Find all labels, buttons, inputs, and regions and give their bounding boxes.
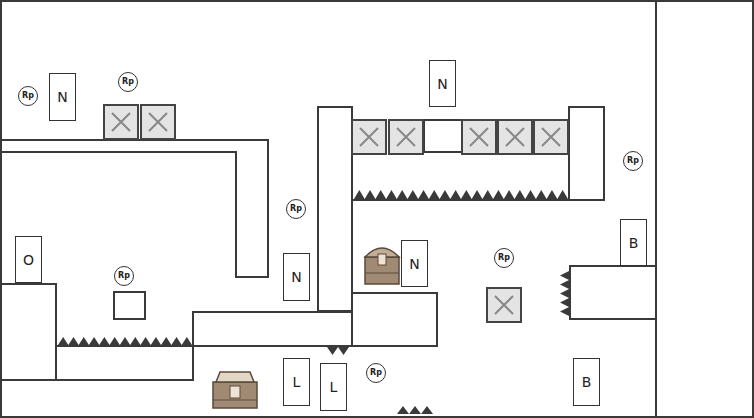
wall (1, 284, 56, 380)
crate-body (104, 105, 138, 139)
spikes (397, 406, 433, 414)
coin-label: Rp (118, 272, 130, 280)
treasure-chest (213, 372, 257, 408)
crate-body (487, 288, 521, 322)
crate (498, 120, 532, 154)
crate (462, 120, 496, 154)
block-letter: N (57, 90, 67, 104)
crate-mark (495, 296, 513, 314)
coin-label: Rp (290, 205, 302, 213)
wall (570, 266, 656, 319)
wall (352, 293, 437, 346)
crate (487, 288, 521, 322)
block-letter: L (293, 375, 301, 389)
spikes (354, 190, 568, 199)
letter-block: B (620, 219, 647, 266)
block-letter: L (330, 380, 338, 394)
wall (193, 312, 352, 346)
divider (655, 1, 657, 417)
crate (534, 120, 568, 154)
crate-mark (470, 128, 488, 146)
crate-mark (542, 128, 560, 146)
treasure-chest (365, 248, 399, 284)
crate (389, 120, 423, 154)
wall (56, 346, 193, 380)
crate-body (141, 105, 175, 139)
crate (352, 120, 386, 154)
wall (318, 107, 352, 311)
crate-body (389, 120, 423, 154)
coin-token: Rp (118, 72, 138, 92)
coin-token: Rp (18, 86, 38, 106)
coin-token: Rp (623, 151, 643, 171)
block-letter: O (23, 253, 34, 267)
block-letter: N (409, 257, 419, 271)
letter-block: N (49, 73, 76, 121)
wall (114, 292, 145, 319)
crate-mark (360, 128, 378, 146)
block-letter: N (291, 270, 301, 284)
letter-block: L (320, 363, 347, 411)
crate (104, 105, 138, 139)
letter-block: O (15, 236, 42, 283)
coin-token: Rp (366, 363, 386, 383)
crate-body (498, 120, 532, 154)
spikes (560, 271, 569, 316)
coin-label: Rp (22, 92, 34, 100)
crate-body (534, 120, 568, 154)
letter-block: N (401, 240, 428, 287)
coin-token: Rp (286, 199, 306, 219)
wall (569, 107, 604, 200)
crate-mark (149, 113, 167, 131)
block-letter: B (582, 375, 592, 389)
crate (141, 105, 175, 139)
crate-mark (397, 128, 415, 146)
crate-body (352, 120, 386, 154)
crate-mark (506, 128, 524, 146)
letter-block: N (283, 253, 310, 301)
letter-block: B (573, 358, 600, 406)
coin-label: Rp (122, 78, 134, 86)
crates (104, 105, 568, 322)
wall (424, 120, 462, 152)
wall (352, 199, 569, 201)
coin-token: Rp (494, 248, 514, 268)
spikes (327, 347, 349, 355)
crate-mark (112, 113, 130, 131)
coin-label: Rp (370, 369, 382, 377)
coin-label: Rp (627, 157, 639, 165)
crate-body (462, 120, 496, 154)
coin-token: Rp (114, 266, 134, 286)
block-letter: B (629, 236, 639, 250)
letter-block: L (283, 358, 310, 406)
spikes (58, 337, 192, 345)
coin-label: Rp (498, 254, 510, 262)
letter-block: N (429, 60, 456, 107)
block-letter: N (437, 77, 447, 91)
